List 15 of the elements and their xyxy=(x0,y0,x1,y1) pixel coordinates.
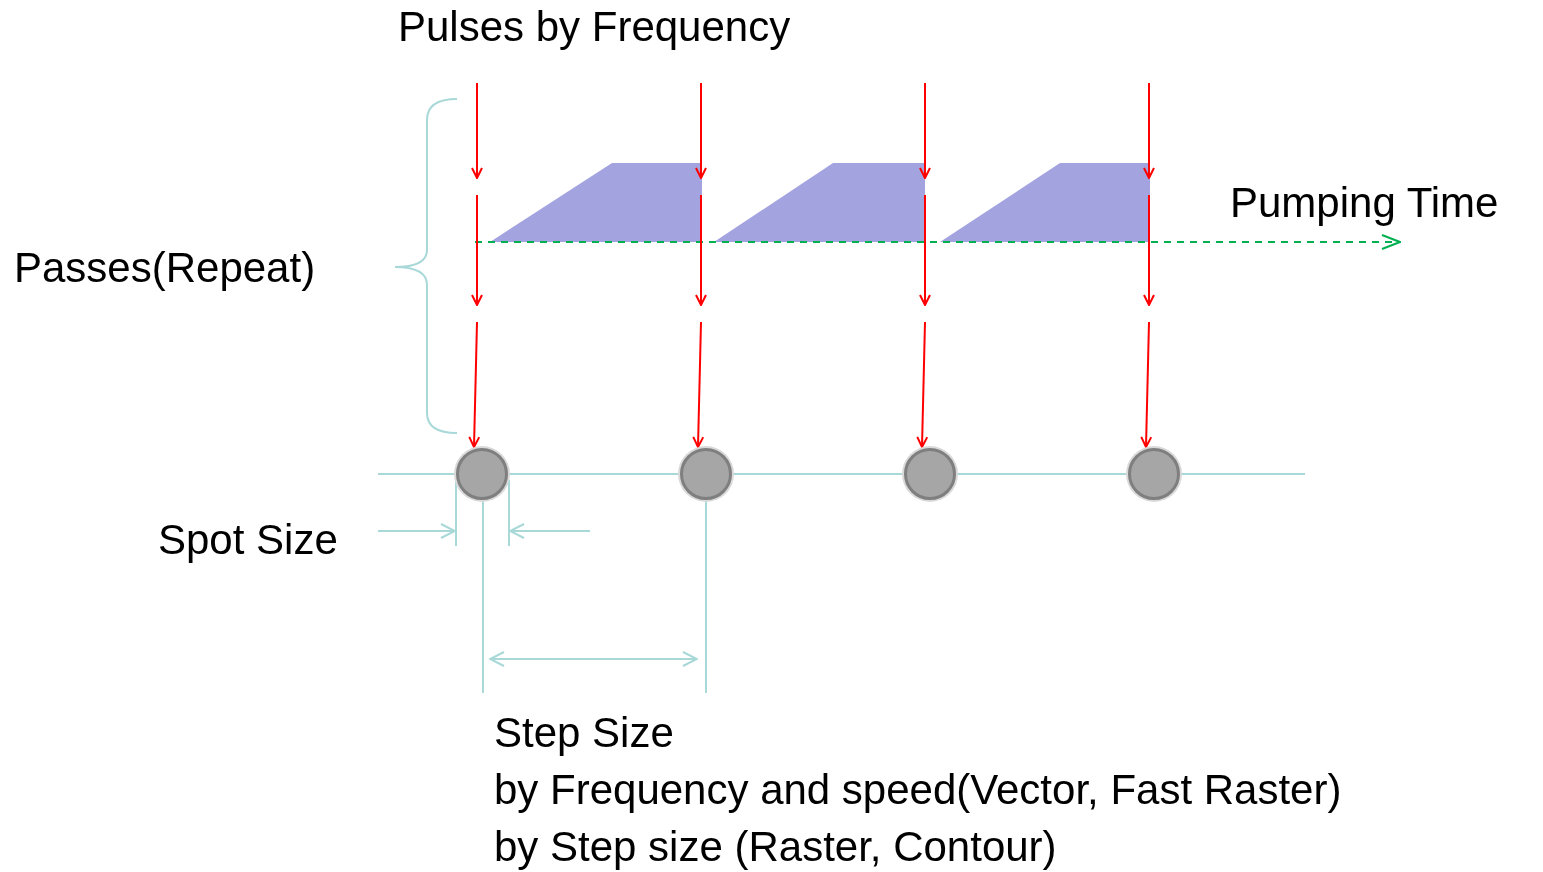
label: Passes(Repeat) xyxy=(14,243,316,293)
laser-spot xyxy=(680,448,732,500)
label: by Frequency and speed(Vector, Fast Raster) xyxy=(494,765,1342,815)
pulse-arrow xyxy=(692,321,705,448)
laser-spot xyxy=(456,448,508,500)
pulse-arrow xyxy=(1140,321,1153,448)
label: Step Size xyxy=(494,708,674,758)
label: by Step size (Raster, Contour) xyxy=(494,822,1057,872)
laser-spot xyxy=(904,448,956,500)
laser-spot xyxy=(1128,448,1180,500)
pulse-arrow xyxy=(916,321,929,448)
label: Spot Size xyxy=(158,515,338,565)
label: Pumping Time xyxy=(1230,178,1499,228)
title: Pulses by Frequency xyxy=(398,2,791,52)
pulse-arrow xyxy=(468,321,481,448)
